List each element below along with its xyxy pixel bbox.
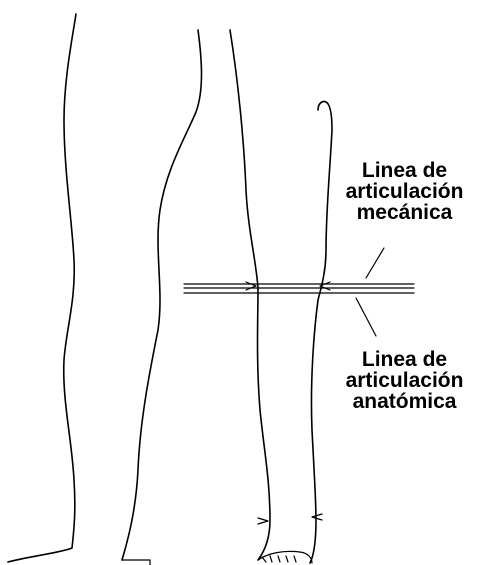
mechanical-label-line-2: articulación [326,181,483,202]
ankle-markers [258,514,322,524]
mechanical-label-line-1: Linea de [326,160,483,181]
anatomical-label-line-3: anatómica [326,391,483,412]
anatomical-joint-label: Linea de articulación anatómica [326,349,483,412]
anatomical-leader-line [356,298,376,336]
mechanical-joint-line [184,284,414,288]
anatomical-label-line-1: Linea de [326,349,483,370]
middle-leg-outline [230,30,270,560]
foot-outline [258,551,312,563]
mechanical-joint-label: Linea de articulación mecánica [326,160,483,223]
anatomical-label-line-2: articulación [326,370,483,391]
mechanical-label-line-3: mecánica [326,202,483,223]
mechanical-leader-line [366,248,384,278]
left-leg-outline [8,14,202,565]
